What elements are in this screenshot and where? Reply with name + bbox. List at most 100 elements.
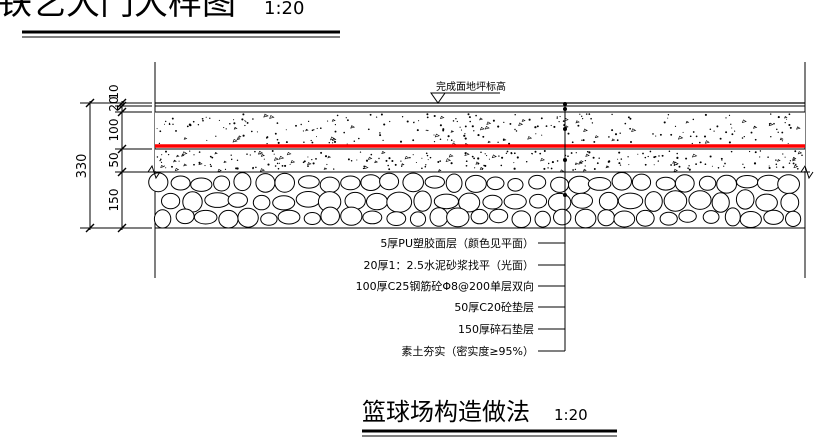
concrete-speckle [657, 160, 659, 162]
concrete-speckle [787, 142, 789, 145]
concrete-speckle [382, 139, 384, 142]
concrete-speckle [229, 123, 231, 125]
concrete-speckle [426, 113, 429, 116]
gravel-stone [550, 176, 570, 193]
concrete-speckles [156, 113, 803, 173]
concrete-speckle [463, 134, 466, 137]
concrete-aggregate [448, 154, 454, 158]
concrete-speckle [667, 117, 669, 119]
concrete-speckle [556, 160, 559, 162]
concrete-speckle [311, 141, 314, 144]
concrete-speckle [307, 120, 310, 123]
concrete-speckle [336, 114, 339, 117]
gravel-stone [613, 210, 636, 228]
concrete-speckle [663, 121, 666, 124]
concrete-speckle [424, 165, 427, 168]
gravel-stone [716, 174, 737, 194]
concrete-speckle [543, 167, 546, 170]
gravel-stone [340, 206, 363, 226]
concrete-speckle [215, 135, 217, 137]
concrete-speckle [685, 157, 688, 160]
concrete-speckle [175, 129, 177, 132]
concrete-speckle [439, 160, 442, 162]
concrete-speckle [556, 117, 558, 119]
gravel-stone [386, 211, 407, 227]
concrete-speckle [624, 122, 627, 125]
concrete-aggregate [574, 162, 579, 165]
concrete-speckle [189, 150, 191, 152]
concrete-speckle [433, 140, 436, 143]
concrete-speckle [501, 156, 504, 159]
concrete-speckle [353, 140, 356, 142]
concrete-aggregate [331, 118, 336, 122]
gravel-stone [597, 209, 616, 227]
concrete-speckle [218, 119, 220, 121]
concrete-speckle [695, 135, 698, 138]
concrete-speckle [659, 133, 662, 136]
concrete-speckle [471, 125, 474, 128]
concrete-aggregate [363, 165, 369, 170]
concrete-speckle [165, 120, 167, 123]
concrete-speckle [204, 165, 206, 167]
concrete-speckle [159, 130, 162, 133]
concrete-speckle [347, 158, 350, 161]
concrete-speckle [400, 160, 402, 162]
concrete-aggregate [381, 150, 386, 155]
concrete-speckle [465, 160, 468, 163]
top-title-text: 铁艺大门大样图 [0, 0, 236, 23]
concrete-speckle [477, 163, 480, 165]
concrete-speckle [513, 152, 516, 155]
top-title-scale: 1:20 [264, 0, 304, 19]
gravel-stone [702, 210, 720, 224]
gravel-stone [598, 191, 619, 211]
gravel-stone [547, 192, 572, 213]
gravel-stone [272, 195, 296, 211]
concrete-speckle [412, 154, 414, 156]
concrete-speckle [236, 167, 239, 170]
concrete-speckle [503, 121, 505, 124]
break-mark-left [147, 164, 161, 180]
concrete-speckle [481, 168, 484, 170]
concrete-speckle [653, 164, 655, 166]
concrete-speckle [477, 134, 480, 137]
gravel-stone [424, 175, 445, 189]
concrete-speckle [267, 163, 270, 166]
gravel-stone [663, 190, 688, 212]
concrete-speckle [383, 123, 386, 126]
concrete-speckle [278, 162, 280, 164]
concrete-aggregate [691, 153, 698, 158]
concrete-speckle [567, 132, 570, 135]
concrete-speckle [770, 136, 772, 138]
concrete-speckle [316, 127, 318, 130]
dim-total: 330 [75, 154, 90, 179]
concrete-speckle [753, 162, 757, 165]
concrete-speckle [303, 160, 306, 163]
concrete-speckle [540, 117, 543, 120]
concrete-speckle [728, 141, 731, 144]
concrete-speckle [167, 153, 170, 156]
concrete-speckle [427, 159, 429, 161]
concrete-speckle [628, 164, 630, 166]
concrete-speckle [775, 166, 778, 168]
concrete-aggregate [611, 138, 616, 142]
concrete-speckle [230, 154, 232, 156]
concrete-aggregate [753, 125, 758, 129]
concrete-speckle [711, 165, 713, 167]
concrete-speckle [506, 150, 509, 153]
concrete-aggregate [527, 136, 533, 140]
concrete-speckle [743, 166, 746, 169]
concrete-speckle [415, 161, 417, 164]
concrete-speckle [678, 165, 681, 168]
concrete-speckle [302, 130, 304, 132]
concrete-speckle [401, 165, 403, 168]
concrete-speckle [750, 131, 753, 134]
concrete-speckle [249, 154, 251, 156]
concrete-speckle [577, 124, 580, 127]
cross-section: 完成面地坪标高 [147, 62, 814, 278]
concrete-speckle [158, 142, 161, 145]
concrete-speckle [427, 129, 429, 132]
concrete-speckle [186, 125, 189, 128]
dim-tick [85, 223, 95, 233]
concrete-speckle [380, 113, 383, 116]
concrete-aggregate [223, 160, 227, 164]
